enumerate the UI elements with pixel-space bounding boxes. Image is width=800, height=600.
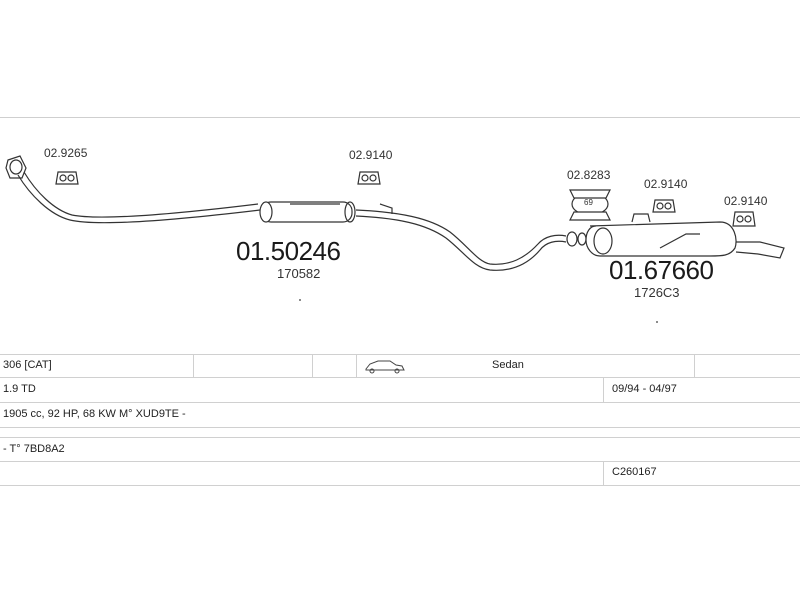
- mid-pipe-hanger-bracket: [379, 203, 393, 214]
- vehicle-years: 09/94 - 04/97: [612, 383, 677, 395]
- rear-clamp-part-number: 02.8283: [567, 168, 611, 182]
- dot-mark: [656, 321, 658, 323]
- table-row-divider: [0, 427, 800, 428]
- front-pipe: [17, 171, 261, 224]
- rubber-hanger-icon: [55, 171, 79, 185]
- table-border-bottom: [0, 485, 800, 486]
- table-col-divider: [312, 354, 313, 377]
- vehicle-spec: 1905 cc, 92 HP, 68 KW M° XUD9TE -: [3, 408, 186, 420]
- rear-hanger-2-part-number: 02.9140: [724, 194, 768, 208]
- rubber-hanger-icon: [652, 199, 676, 213]
- center-silencer-shape: [259, 201, 356, 223]
- vehicle-body-type: Sedan: [492, 359, 524, 371]
- rear-silencer-code: 01.67660: [609, 255, 714, 285]
- tailpipe: [735, 241, 785, 259]
- mid-hanger-part-number: 02.9140: [349, 148, 393, 162]
- table-row-divider: [0, 437, 800, 438]
- table-col-divider: [603, 377, 604, 402]
- vehicle-model: 306 [CAT]: [3, 359, 52, 371]
- table-row-divider: [0, 461, 800, 462]
- table-col-divider: [193, 354, 194, 377]
- center-silencer-code: 01.50246: [236, 236, 341, 266]
- center-silencer-ref: 170582: [277, 266, 321, 281]
- rear-silencer-ref: 1726C3: [634, 285, 680, 300]
- rubber-hanger-icon: [732, 211, 756, 227]
- table-border-top: [0, 354, 800, 355]
- table-row-divider: [0, 377, 800, 378]
- table-row-divider: [0, 402, 800, 403]
- table-col-divider: [603, 461, 604, 485]
- vehicle-engine: 1.9 TD: [3, 383, 36, 395]
- rubber-hanger-icon: [357, 171, 381, 185]
- rear-silencer-shape: [585, 213, 737, 257]
- table-col-divider: [356, 354, 357, 377]
- table-col-divider: [694, 354, 695, 377]
- front-hanger-part-number: 02.9265: [44, 146, 88, 160]
- vehicle-type: - T° 7BD8A2: [3, 443, 65, 455]
- vehicle-catalog-number: C260167: [612, 466, 657, 478]
- diagram-top-border: [0, 117, 800, 118]
- dot-mark: [299, 299, 301, 301]
- exhaust-clamp-icon: [569, 189, 611, 221]
- front-flange-icon: [5, 155, 27, 179]
- rear-clamp-size-label: 69: [584, 198, 593, 207]
- mid-pipe: [355, 209, 567, 271]
- rear-hanger-1-part-number: 02.9140: [644, 177, 688, 191]
